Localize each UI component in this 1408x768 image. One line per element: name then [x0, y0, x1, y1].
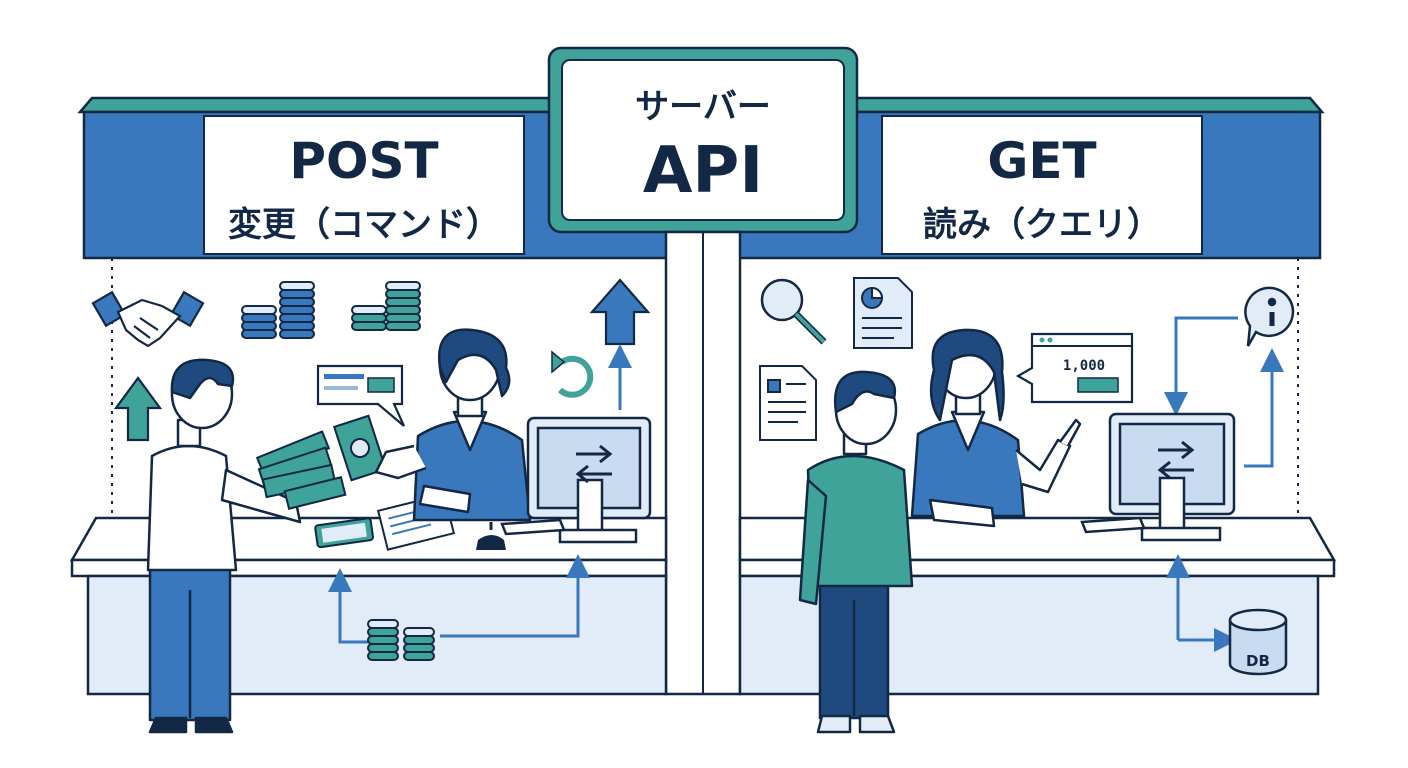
get-method-label: GET — [987, 132, 1096, 190]
post-clerk — [374, 328, 532, 522]
database-icon — [1228, 608, 1288, 676]
server-api-sign — [547, 46, 859, 234]
document-icon — [759, 365, 817, 441]
bell-icon — [476, 522, 506, 550]
big-up-arrow-icon — [589, 278, 651, 346]
get-flow-arrows-top — [1164, 316, 1284, 468]
server-label: サーバー — [635, 87, 771, 127]
cash-bundle-icon — [255, 414, 388, 510]
amount-value: 1,000 — [1063, 358, 1105, 374]
amount-panel — [1015, 332, 1134, 404]
magnifier-icon — [760, 278, 827, 345]
coin-stack-teal-icon — [351, 281, 421, 331]
speech-card-icon — [316, 364, 406, 427]
post-description: 変更（コマンド） — [228, 205, 500, 245]
chart-document-icon — [853, 277, 913, 349]
get-db-arrow — [1166, 554, 1238, 652]
info-icon — [1244, 286, 1295, 347]
phone-icon — [314, 517, 374, 549]
db-label: DB — [1246, 652, 1270, 670]
refresh-icon — [551, 350, 594, 398]
api-label: API — [643, 134, 763, 208]
handshake-icon — [91, 290, 205, 348]
post-monitor — [500, 416, 652, 544]
post-flow-arrows — [328, 554, 590, 644]
db-coins-icon — [367, 619, 435, 661]
coin-stack-icon — [241, 281, 315, 339]
get-clerk — [910, 328, 1082, 528]
center-pillar — [664, 230, 742, 696]
get-customer — [798, 370, 914, 734]
up-arrow-icon — [113, 376, 163, 442]
get-monitor — [1080, 412, 1236, 542]
post-customer — [146, 358, 302, 734]
post-method-label: POST — [289, 132, 438, 190]
get-description: 読み（クエリ） — [923, 205, 1161, 245]
